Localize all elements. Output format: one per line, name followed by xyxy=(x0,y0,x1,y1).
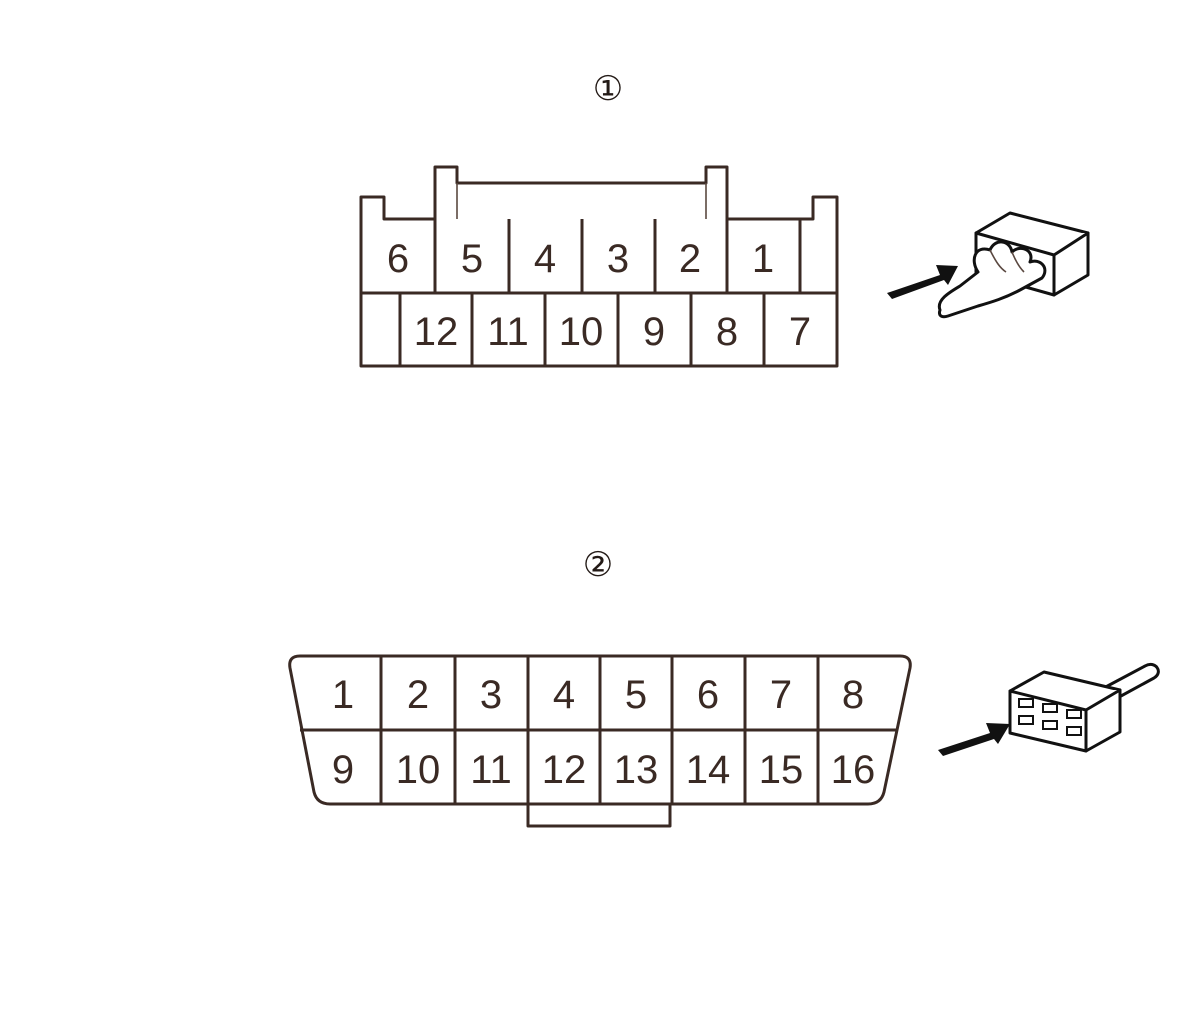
hand-inserting-connector-icon xyxy=(887,211,1090,319)
pin-label: 6 xyxy=(697,673,719,717)
pin-label: 9 xyxy=(643,310,665,354)
pin-label: 14 xyxy=(686,748,731,792)
connector2-label: ② xyxy=(583,545,613,585)
pin-label: 3 xyxy=(480,673,502,717)
connector1-top-pins: 6 5 4 3 2 1 xyxy=(387,237,774,281)
pin-label: 10 xyxy=(396,748,441,792)
pin-label: 11 xyxy=(470,748,512,792)
pin-label: 12 xyxy=(542,748,587,792)
pin-label: 2 xyxy=(407,673,429,717)
pin-label: 16 xyxy=(831,748,876,792)
pin-label: 15 xyxy=(759,748,804,792)
pin-label: 5 xyxy=(461,237,483,281)
pin-label: 13 xyxy=(614,748,659,792)
pin-label: 9 xyxy=(332,748,354,792)
pin-label: 1 xyxy=(332,673,354,717)
pin-label: 5 xyxy=(625,673,647,717)
pin-label: 10 xyxy=(559,310,604,354)
pin-label: 4 xyxy=(534,237,556,281)
connector2-bottom-pins: 9 10 11 12 13 14 15 16 xyxy=(332,748,875,792)
pin-label: 7 xyxy=(789,310,811,354)
pin-label: 6 xyxy=(387,237,409,281)
pin-label: 4 xyxy=(553,673,575,717)
connector1-bottom-pins: 12 11 10 9 8 7 xyxy=(414,310,811,354)
pin-label: 8 xyxy=(716,310,738,354)
connector2-housing xyxy=(288,654,912,828)
connector2-top-pins: 1 2 3 4 5 6 7 8 xyxy=(332,673,864,717)
plug-inserting-connector-icon xyxy=(938,663,1160,756)
pin-label: 2 xyxy=(679,237,701,281)
pin-label: 7 xyxy=(770,673,792,717)
pin-label: 1 xyxy=(752,237,774,281)
connector1-housing xyxy=(359,165,839,368)
pin-label: 3 xyxy=(607,237,629,281)
pin-label: 11 xyxy=(487,310,529,354)
pin-label: 8 xyxy=(842,673,864,717)
pin-label: 12 xyxy=(414,310,459,354)
connector1-label: ① xyxy=(593,69,623,109)
